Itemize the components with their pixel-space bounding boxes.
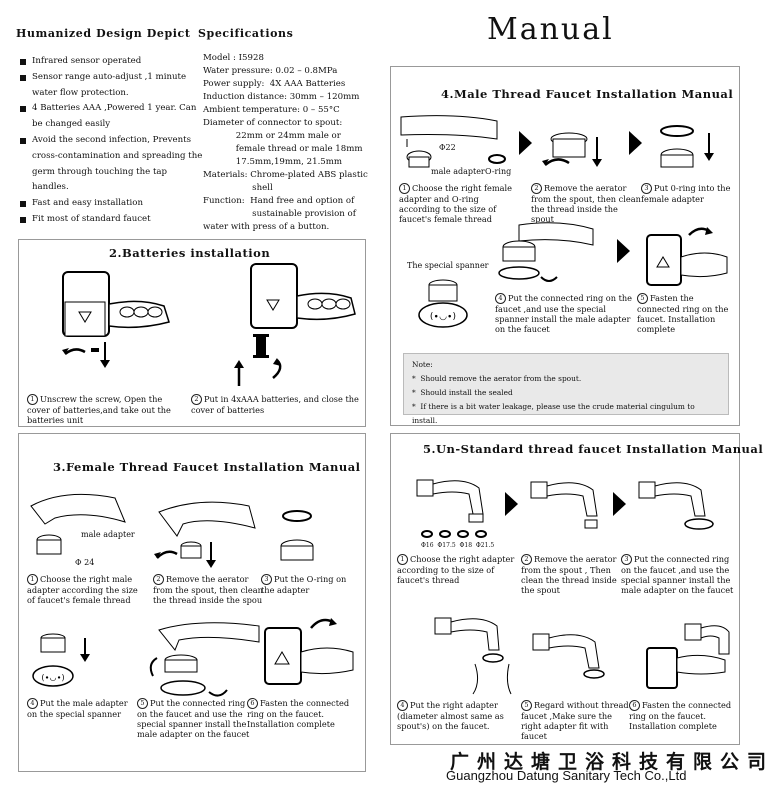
feature-item: Sensor range auto-adjust ,1 minute water… <box>20 70 205 102</box>
choose-adapter-illustration <box>30 493 126 555</box>
spanner-label: The special spanner <box>407 261 489 270</box>
remove-aerator-illustration <box>530 481 598 529</box>
feature-item: Avoid the second infection, Prevents cro… <box>20 133 205 196</box>
note-box: Note: * Should remove the aerator from t… <box>403 353 729 425</box>
unstd-title: 5.Un-Standard thread faucet Installation… <box>423 442 764 456</box>
oring-on-adapter-illustration <box>280 510 314 561</box>
company-name-en: Guangzhou Datung Sanitary Tech Co.,Ltd <box>446 768 687 783</box>
feature-item: 4 Batteries AAA ,Powered 1 year. Can be … <box>20 101 205 133</box>
specs-heading: Specifications <box>198 27 294 40</box>
battery-open-illustration <box>62 271 170 368</box>
battery-insert-illustration <box>234 263 356 386</box>
oring-label: O-ring <box>485 167 512 176</box>
remove-aerator-illustration <box>542 132 602 167</box>
note-item: * If there is a bit water leakage, pleas… <box>412 402 695 425</box>
manual-title: Manual <box>487 12 614 47</box>
arrow-triangle-icon <box>613 492 626 516</box>
special-spanner-icon: (∙◡∙) <box>418 279 468 328</box>
install-with-spanner-illustration <box>498 222 594 282</box>
remove-aerator-illustration <box>154 501 256 568</box>
faucet-adapters-illustration <box>416 479 487 538</box>
hand-fit-adapter-illustration <box>434 617 512 695</box>
feature-item: Infrared sensor operated <box>20 54 205 70</box>
arrow-triangle-icon <box>519 131 532 155</box>
female-adapter-label: male adapter <box>81 530 135 539</box>
feature-item: Fast and easy installation <box>20 196 205 212</box>
male-adapter-oring-illustration <box>400 115 506 168</box>
note-heading: Note: <box>412 360 433 369</box>
note-item: * Should install the sealed <box>412 388 513 397</box>
adapter-sizes: Φ16 Φ17.5 Φ18 Φ21.5 <box>421 542 495 549</box>
male-adapter-label: male adapter <box>431 167 485 176</box>
batteries-title: 2.Batteries installation <box>109 246 271 260</box>
installation-complete-illustration <box>646 623 730 689</box>
adapter-on-spanner-illustration: (∙◡∙) <box>32 633 90 687</box>
arrow-triangle-icon <box>629 131 642 155</box>
install-connected-ring-illustration <box>149 622 260 697</box>
female-thread-panel: 3.Female Thread Faucet Installation Manu… <box>18 433 366 772</box>
arrow-triangle-icon <box>617 239 630 263</box>
check-fit-illustration <box>532 633 605 679</box>
male-thread-panel: 4.Male Thread Faucet Installation Manual… <box>390 66 740 426</box>
unstandard-panel: 5.Un-Standard thread faucet Installation… <box>390 433 763 745</box>
features-heading: Humanized Design Depict <box>16 27 191 40</box>
arrow-triangle-icon <box>505 492 518 516</box>
svg-text:(∙◡∙): (∙◡∙) <box>41 673 64 682</box>
note-item: * Should remove the aerator from the spo… <box>412 374 582 383</box>
specs-text: Model : I5928 Water pressure: 0.02 – 0.8… <box>203 53 368 232</box>
female-title: 3.Female Thread Faucet Installation Manu… <box>53 460 361 474</box>
put-connected-ring-illustration <box>638 481 714 530</box>
male-phi-label: Φ22 <box>439 143 456 152</box>
feature-item: Fit most of standard faucet <box>20 212 205 228</box>
installation-complete-illustration <box>264 618 354 685</box>
male-title: 4.Male Thread Faucet Installation Manual <box>441 87 734 101</box>
company-name-cn: 广州达塘卫浴科技有限公司 <box>450 751 774 773</box>
female-phi-label: Φ 24 <box>75 558 95 567</box>
svg-text:(∙◡∙): (∙◡∙) <box>430 312 456 322</box>
oring-into-adapter-illustration <box>660 125 714 168</box>
installation-complete-illustration <box>646 227 728 286</box>
